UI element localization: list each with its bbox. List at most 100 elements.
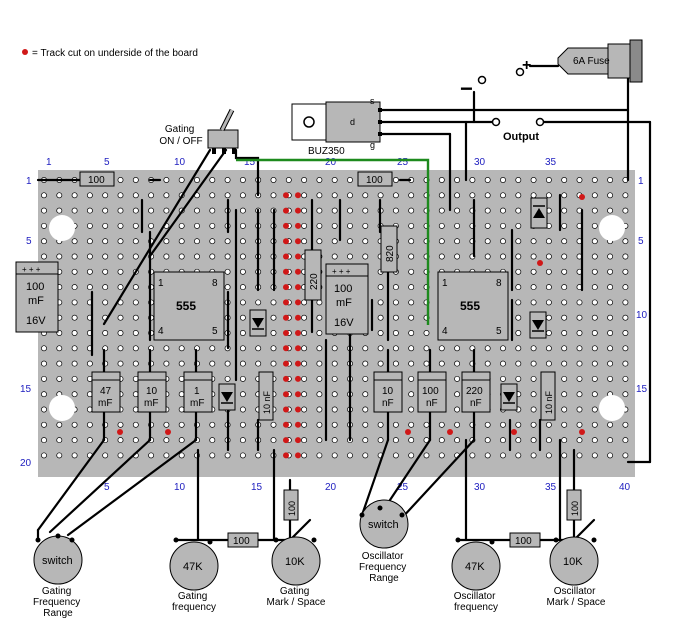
board-hole (56, 345, 63, 352)
board-hole (515, 421, 522, 428)
board-hole (591, 284, 598, 291)
board-hole (224, 452, 231, 459)
board-hole (515, 437, 522, 444)
output-terminal-left (491, 117, 501, 127)
board-hole (591, 391, 598, 398)
board-hole (408, 222, 415, 229)
board-hole (576, 299, 583, 306)
board-hole (484, 192, 491, 199)
board-hole (561, 222, 568, 229)
board-hole (316, 238, 323, 245)
board-hole (561, 284, 568, 291)
board-hole (438, 345, 445, 352)
board-hole (438, 452, 445, 459)
board-hole (255, 452, 262, 459)
board-hole (622, 207, 629, 214)
track-cut (283, 192, 289, 199)
board-hole (622, 330, 629, 336)
board-hole (331, 345, 338, 352)
track-cut (117, 429, 123, 435)
board-hole (438, 421, 445, 428)
board-hole (56, 360, 63, 367)
board-hole (224, 375, 231, 382)
board-hole (102, 207, 109, 214)
pot-47k-oscillator-caption: Oscillator frequency (454, 591, 498, 613)
board-hole (438, 222, 445, 229)
board-hole (484, 437, 491, 444)
board-hole (500, 360, 506, 367)
board-hole (545, 421, 552, 428)
track-cut (295, 360, 301, 367)
board-hole (561, 452, 568, 459)
svg-text:100: 100 (366, 175, 383, 186)
board-hole (362, 406, 369, 413)
diode-1 (249, 309, 267, 337)
board-hole (545, 299, 552, 306)
board-hole (377, 284, 384, 291)
board-hole (545, 360, 552, 367)
diode-3 (529, 311, 547, 339)
board-hole (270, 192, 277, 199)
board-hole (71, 268, 78, 275)
board-hole (132, 253, 139, 260)
svg-text:555: 555 (460, 299, 480, 313)
board-hole (117, 284, 124, 291)
track-cut (295, 375, 301, 382)
board-hole (454, 406, 461, 413)
board-hole (500, 452, 506, 459)
resistor-100-top-left: 100 (79, 171, 115, 187)
board-hole (41, 452, 47, 459)
board-hole (377, 314, 384, 321)
svg-text:100: 100 (334, 283, 352, 295)
board-hole (86, 421, 93, 428)
track-cut (283, 406, 289, 413)
board-hole (515, 330, 522, 336)
board-hole (239, 360, 246, 367)
svg-text:220: 220 (466, 386, 483, 397)
svg-text:100: 100 (287, 501, 297, 516)
capacitor-100nf: 100 nF (417, 371, 447, 413)
board-hole (255, 299, 262, 306)
capacitor-10nf-right: 10 nF (540, 371, 556, 421)
board-hole (41, 207, 47, 214)
board-hole (607, 284, 614, 291)
board-hole (500, 222, 506, 229)
board-hole (515, 268, 522, 275)
board-hole (86, 268, 93, 275)
board-hole (239, 437, 246, 444)
board-hole (561, 238, 568, 245)
board-hole (316, 192, 323, 199)
board-hole (515, 360, 522, 367)
board-hole (316, 222, 323, 229)
board-hole (56, 421, 63, 428)
board-hole (591, 437, 598, 444)
board-hole (117, 314, 124, 321)
track-cut (295, 406, 301, 413)
board-hole (209, 253, 216, 260)
pot-10k-gating-caption: Gating Mark / Space (267, 586, 326, 608)
svg-text:555: 555 (176, 299, 196, 313)
track-cut (295, 452, 301, 459)
board-hole (607, 299, 614, 306)
board-hole (239, 330, 246, 336)
left-number: 1 (26, 176, 32, 187)
board-hole (515, 375, 522, 382)
board-hole (607, 177, 614, 183)
track-cut-legend-dot (22, 49, 28, 55)
board-hole (438, 238, 445, 245)
top-number: 30 (474, 157, 486, 168)
board-hole (71, 314, 78, 321)
board-hole (392, 421, 399, 428)
board-hole (316, 437, 323, 444)
board-hole (622, 391, 629, 398)
board-hole (438, 192, 445, 199)
board-hole (362, 345, 369, 352)
board-hole (392, 345, 399, 352)
switch-oscillator-range-knob: switch (359, 499, 409, 549)
board-hole (576, 314, 583, 321)
board-hole (71, 192, 78, 199)
board-hole (530, 345, 537, 352)
board-hole (392, 330, 399, 336)
board-hole (392, 360, 399, 367)
board-hole (239, 192, 246, 199)
